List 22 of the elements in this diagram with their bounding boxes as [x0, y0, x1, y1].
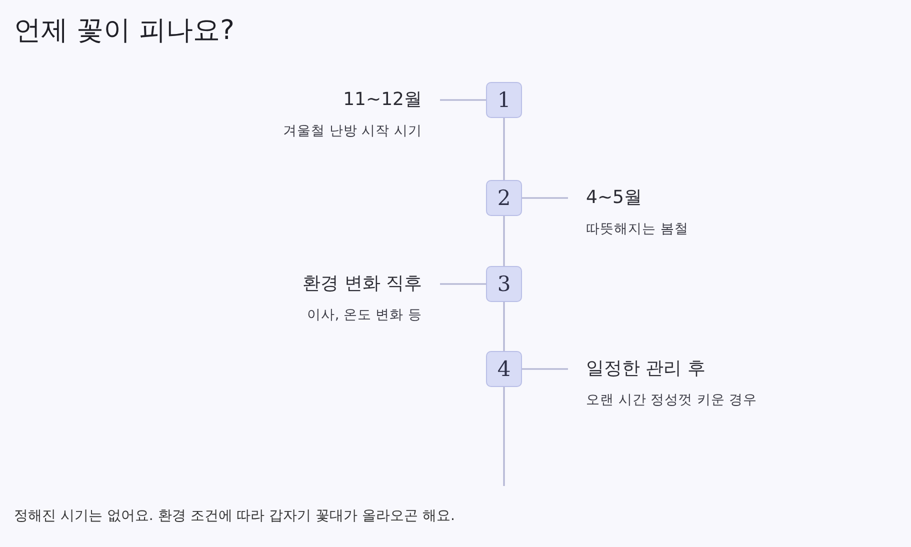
period-description: 이사, 온도 변화 등: [306, 306, 422, 324]
title: 언제 꽃이 피나요?: [14, 14, 234, 48]
connector-line: [522, 368, 568, 370]
period-description: 따뜻해지는 봄철: [586, 220, 688, 238]
period-description: 겨울철 난방 시작 시기: [283, 122, 422, 140]
connector-line: [440, 283, 486, 285]
connector-line: [440, 99, 486, 101]
connector-line: [522, 197, 568, 199]
step-number-box: 2: [486, 180, 522, 216]
period-heading: 4~5월: [586, 186, 642, 210]
period-heading: 일정한 관리 후: [586, 357, 706, 381]
step-number-box: 1: [486, 82, 522, 118]
caption: 정해진 시기는 없어요. 환경 조건에 따라 갑자기 꽃대가 올라오곤 해요.: [14, 507, 455, 525]
period-description: 오랜 시간 정성껏 키운 경우: [586, 391, 758, 409]
step-number-box: 4: [486, 351, 522, 387]
connector-line: [503, 216, 505, 266]
timeline-line: [503, 387, 505, 486]
connector-line: [503, 302, 505, 351]
step-number-box: 3: [486, 266, 522, 302]
period-heading: 11~12월: [343, 88, 422, 112]
period-heading: 환경 변화 직후: [302, 272, 422, 296]
connector-line: [503, 118, 505, 180]
